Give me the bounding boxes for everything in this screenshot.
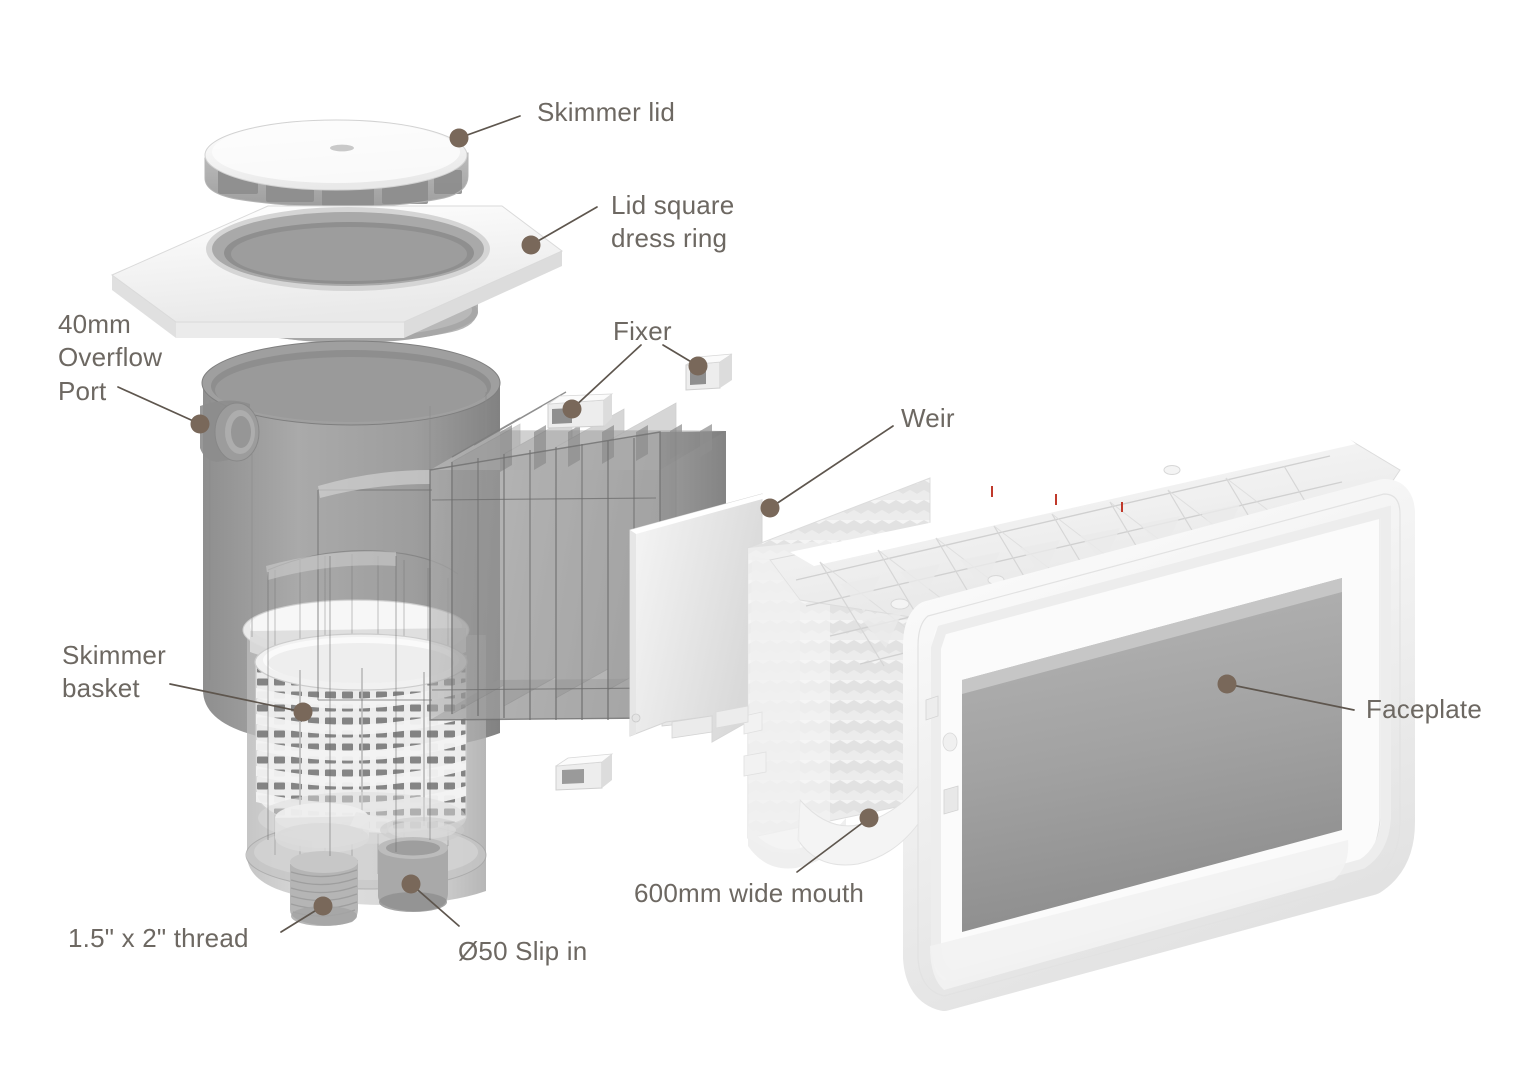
callout-dot-overflow-port[interactable]	[190, 414, 210, 434]
leader-line	[571, 344, 642, 410]
callout-label-weir: Weir	[901, 403, 955, 433]
callout-dot-fixer[interactable]	[562, 399, 582, 419]
lid-center-dimple	[330, 144, 354, 152]
part-weir-plate	[629, 493, 766, 743]
callout-label-wide-mouth: 600mm wide mouth	[634, 878, 865, 908]
part-fixer-clip-3	[555, 753, 614, 791]
callout-label-thread: 1.5" x 2" thread	[68, 923, 249, 953]
leader-line	[117, 386, 201, 425]
callout-dot-slip-in[interactable]	[401, 874, 421, 894]
alignment-marks	[991, 486, 1123, 512]
callout-dots	[190, 128, 1237, 916]
part-throat-channel	[266, 391, 726, 856]
callout-dot-fixer-2[interactable]	[688, 356, 708, 376]
callout-dot-faceplate[interactable]	[1217, 674, 1237, 694]
callout-dot-skimmer-basket[interactable]	[293, 702, 313, 722]
leader-line	[458, 115, 521, 139]
callout-dot-weir[interactable]	[760, 498, 780, 518]
leader-line	[1226, 683, 1355, 711]
callout-label-fixer: Fixer	[613, 316, 672, 346]
leader-line	[769, 425, 894, 509]
callout-label-skimmer-lid: Skimmer lid	[537, 97, 675, 127]
faceplate-side-clips	[925, 695, 959, 815]
callout-dot-wide-mouth[interactable]	[859, 808, 879, 828]
callout-dot-thread[interactable]	[313, 896, 333, 916]
part-suction-diverter	[275, 803, 464, 853]
part-overflow-port	[200, 400, 260, 462]
leader-line	[169, 683, 304, 713]
callout-dot-skimmer-lid[interactable]	[449, 128, 469, 148]
part-faceplate-bezel	[903, 479, 1415, 1011]
part-lid-square-dress-ring	[111, 205, 563, 343]
callout-label-slip-in: Ø50 Slip in	[458, 936, 588, 966]
callout-label-faceplate: Faceplate	[1366, 694, 1482, 724]
callout-dot-lid-square-dress-ring[interactable]	[521, 235, 541, 255]
callout-label-lid-square-dress-ring: Lid square dress ring	[611, 190, 735, 254]
leader-line	[530, 206, 598, 246]
mouth-flange-tabs	[743, 711, 767, 777]
callout-label-overflow-port: 40mm Overflow Port	[58, 309, 163, 406]
part-thread-outlet	[290, 851, 358, 926]
leader-line	[410, 883, 460, 927]
callout-label-skimmer-basket: Skimmer basket	[62, 640, 166, 704]
part-skimmer-lid	[204, 119, 469, 208]
leader-line	[796, 817, 870, 873]
part-faceplate-housing	[715, 436, 1415, 1011]
